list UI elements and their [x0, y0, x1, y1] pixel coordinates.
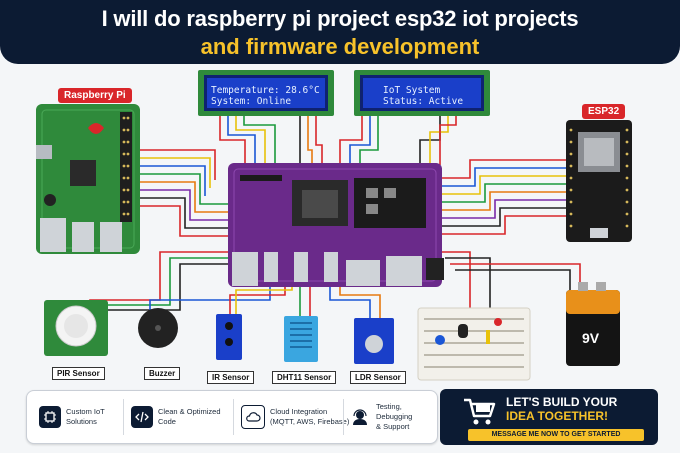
esp32-board [566, 120, 632, 242]
feature-3-line1: Cloud Integration [270, 407, 328, 416]
dht11-sensor-label: DHT11 Sensor [272, 371, 337, 384]
central-pcb-board [228, 163, 444, 287]
battery-9v [566, 282, 620, 366]
header-title-line1: I will do raspberry pi project esp32 iot… [101, 6, 579, 31]
feature-3-line2: (MQTT, AWS, Firebase) [270, 417, 350, 426]
code-icon [131, 406, 153, 428]
lcd2-line2: Status: Active [383, 96, 464, 107]
ldr-sensor-module [354, 318, 394, 364]
feature-divider [343, 399, 344, 435]
cloud-icon [241, 405, 265, 429]
raspberry-pi-board [36, 104, 140, 254]
raspberry-pi-tag: Raspberry Pi [58, 88, 132, 103]
cart-icon [464, 398, 496, 425]
feature-cloud-integration: Cloud Integration(MQTT, AWS, Firebase) [241, 399, 349, 435]
feature-2-line1: Clean & Optimized [158, 407, 221, 416]
lcd-display-2 [354, 70, 490, 116]
support-icon [349, 406, 371, 428]
dht11-sensor-module [284, 316, 318, 362]
header-title-line2: and firmware development [200, 34, 480, 59]
ldr-sensor-label: LDR Sensor [350, 371, 406, 384]
cta-headline-line1: LET'S BUILD YOUR [506, 395, 618, 409]
wires [89, 114, 581, 320]
esp32-tag: ESP32 [582, 104, 626, 119]
battery-label: 9V [582, 330, 600, 346]
feature-4-line2: & Support [376, 422, 410, 431]
call-to-action-panel: LET'S BUILD YOUR IDEA TOGETHER! MESSAGE … [440, 389, 658, 445]
buzzer-module [138, 308, 178, 348]
hardware-illustration [36, 70, 632, 381]
feature-1-line2: Solutions [66, 417, 97, 426]
ir-sensor-module [216, 314, 242, 360]
header-banner: I will do raspberry pi project esp32 iot… [0, 0, 680, 64]
lcd2-line1: IoT System [383, 85, 441, 96]
chip-icon [39, 406, 61, 428]
message-me-button[interactable]: MESSAGE ME NOW TO GET STARTED [468, 429, 644, 441]
ir-sensor-label: IR Sensor [207, 371, 255, 384]
breadboard [417, 307, 531, 381]
pir-sensor-module [44, 300, 108, 356]
feature-1-line1: Custom IoT [66, 407, 105, 416]
feature-2-line2: Code [158, 417, 176, 426]
pir-sensor-label: PIR Sensor [52, 367, 105, 380]
cta-headline-line2: IDEA TOGETHER! [506, 409, 609, 423]
lcd1-line1: Temperature: 28.6°C [211, 85, 320, 96]
feature-divider [123, 399, 124, 435]
lcd1-line2: System: Online [211, 96, 292, 107]
lcd-display-1 [198, 70, 334, 116]
feature-testing-support: Testing, Debugging& Support [349, 399, 437, 435]
feature-4-line1: Testing, Debugging [376, 402, 413, 421]
buzzer-label: Buzzer [144, 367, 181, 380]
feature-divider [233, 399, 234, 435]
